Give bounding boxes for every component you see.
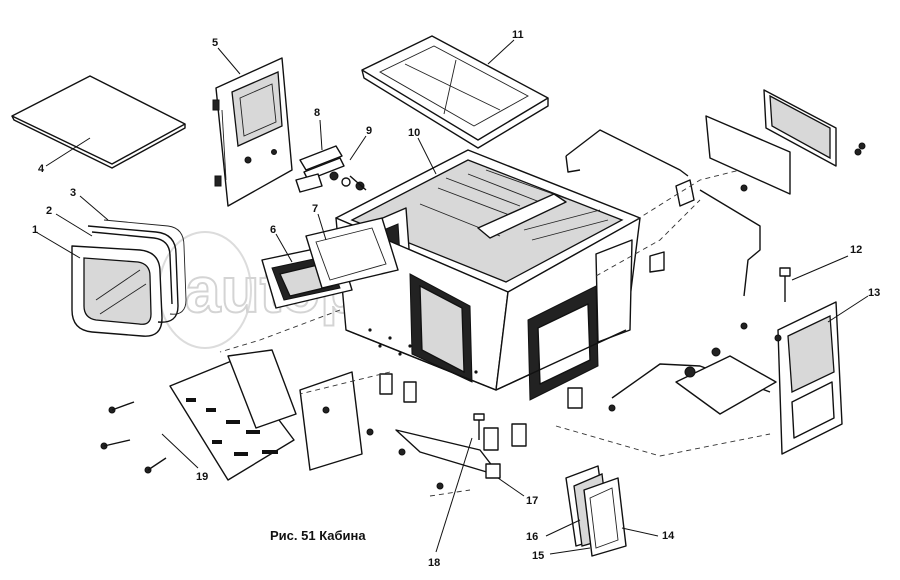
linkage-rods bbox=[611, 189, 777, 415]
fasteners bbox=[100, 142, 866, 490]
part-2-window-seal bbox=[87, 225, 179, 323]
part-9-latch bbox=[295, 171, 367, 193]
callout-11: 11 bbox=[512, 29, 524, 41]
part-19-lower-panel bbox=[169, 359, 295, 481]
part-13-rear-door bbox=[777, 301, 843, 455]
callout-10: 10 bbox=[408, 127, 420, 139]
callout-1: 1 bbox=[32, 224, 38, 236]
part-1-window-frame bbox=[71, 245, 163, 337]
figure-caption: Рис. 51 Кабина bbox=[270, 528, 366, 543]
side-window-assembly bbox=[565, 89, 837, 207]
callout-4: 4 bbox=[38, 163, 45, 175]
callout-13: 13 bbox=[868, 287, 880, 299]
part-17-bracket bbox=[395, 429, 501, 479]
alignment-lines bbox=[219, 169, 771, 497]
callout-14: 14 bbox=[662, 530, 675, 542]
callout-2: 2 bbox=[46, 205, 52, 217]
leader-lines bbox=[35, 39, 869, 555]
callout-15: 15 bbox=[532, 550, 544, 562]
callout-12: 12 bbox=[850, 244, 862, 256]
callout-3: 3 bbox=[70, 187, 76, 199]
part-10-cabin-frame bbox=[335, 149, 641, 451]
callout-5: 5 bbox=[212, 37, 218, 49]
part-7-window bbox=[305, 217, 399, 289]
part-4-panel bbox=[11, 75, 186, 169]
part-3-window-seal bbox=[103, 219, 187, 315]
callout-16: 16 bbox=[526, 531, 538, 543]
rear-side-panel bbox=[227, 349, 363, 471]
callout-18: 18 bbox=[428, 557, 440, 569]
callout-19: 19 bbox=[196, 471, 208, 483]
callout-6: 6 bbox=[270, 224, 276, 236]
callout-8: 8 bbox=[314, 107, 320, 119]
part-11-roof bbox=[361, 35, 549, 149]
part-18-bolt bbox=[473, 413, 485, 440]
callouts: 1 2 3 4 5 6 7 8 9 10 11 12 13 14 15 16 1… bbox=[32, 29, 880, 569]
part-14-frame bbox=[583, 477, 627, 557]
callout-9: 9 bbox=[366, 125, 372, 137]
callout-17: 17 bbox=[526, 495, 538, 507]
part-12-bolt bbox=[779, 267, 791, 302]
callout-7: 7 bbox=[312, 203, 318, 215]
part-5-door bbox=[212, 57, 293, 207]
